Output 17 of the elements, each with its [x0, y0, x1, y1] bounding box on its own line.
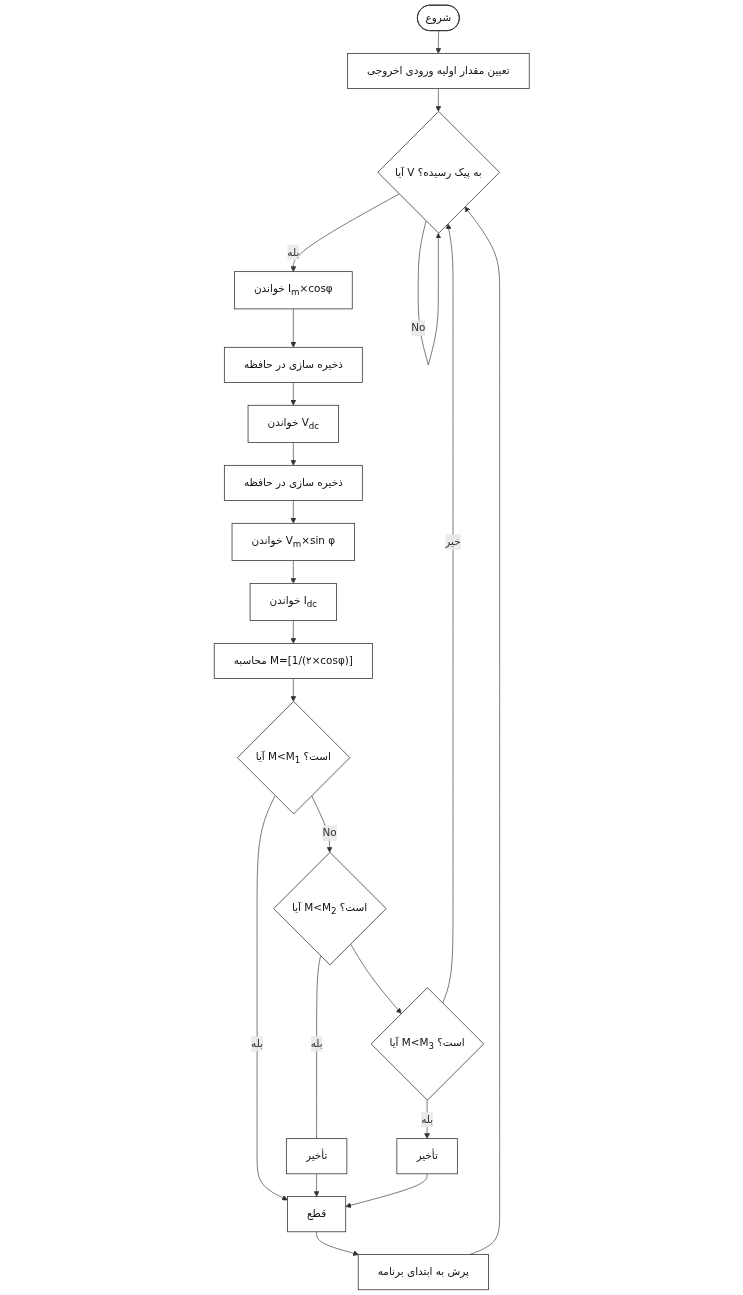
connector — [316, 955, 321, 1139]
node-box: تأخیر — [285, 1138, 348, 1175]
edge-label: بله — [420, 1112, 433, 1126]
edge-label: بله — [287, 245, 300, 259]
node-box: محاسبه M=[1/(۲×cosφ)] — [213, 643, 373, 679]
edge-label: No — [410, 321, 426, 334]
node-box: ذخیره سازی در حافظه — [223, 346, 363, 383]
node-box: پرش به ابتدای برنامه — [357, 1254, 489, 1291]
node-box: تأخیر — [396, 1138, 458, 1175]
edge-label: بله — [310, 1037, 323, 1050]
node-diamond: آیا V به پیک رسیده؟ — [377, 111, 500, 234]
edge-label: خیر — [445, 535, 461, 548]
node-box: ذخیره سازی در حافظه — [223, 464, 363, 501]
node-box: قطع — [286, 1196, 346, 1233]
edge-label: بله — [250, 1037, 263, 1050]
node-box: تعیین مقدار اولیه ورودی اخروجی — [346, 53, 530, 89]
edge-label: No — [322, 826, 337, 839]
